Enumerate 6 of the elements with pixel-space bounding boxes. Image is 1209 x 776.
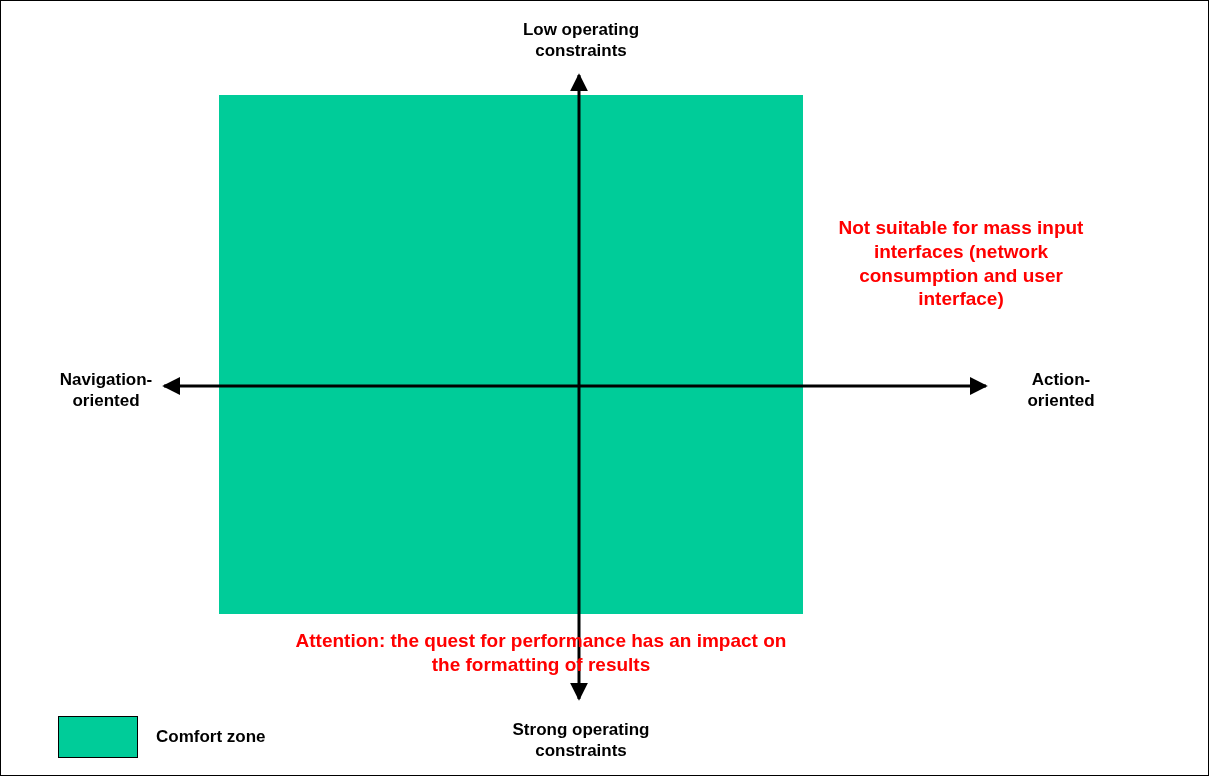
legend-label: Comfort zone [156,726,266,748]
axis-label: Low operating constraints [521,19,641,62]
axis-label: Action-oriented [1026,369,1096,412]
axis-label: Strong operating constraints [511,719,651,762]
axis-label: Navigation-oriented [58,369,154,412]
note-text: Not suitable for mass input interfaces (network consumption and user interface) [837,216,1085,311]
